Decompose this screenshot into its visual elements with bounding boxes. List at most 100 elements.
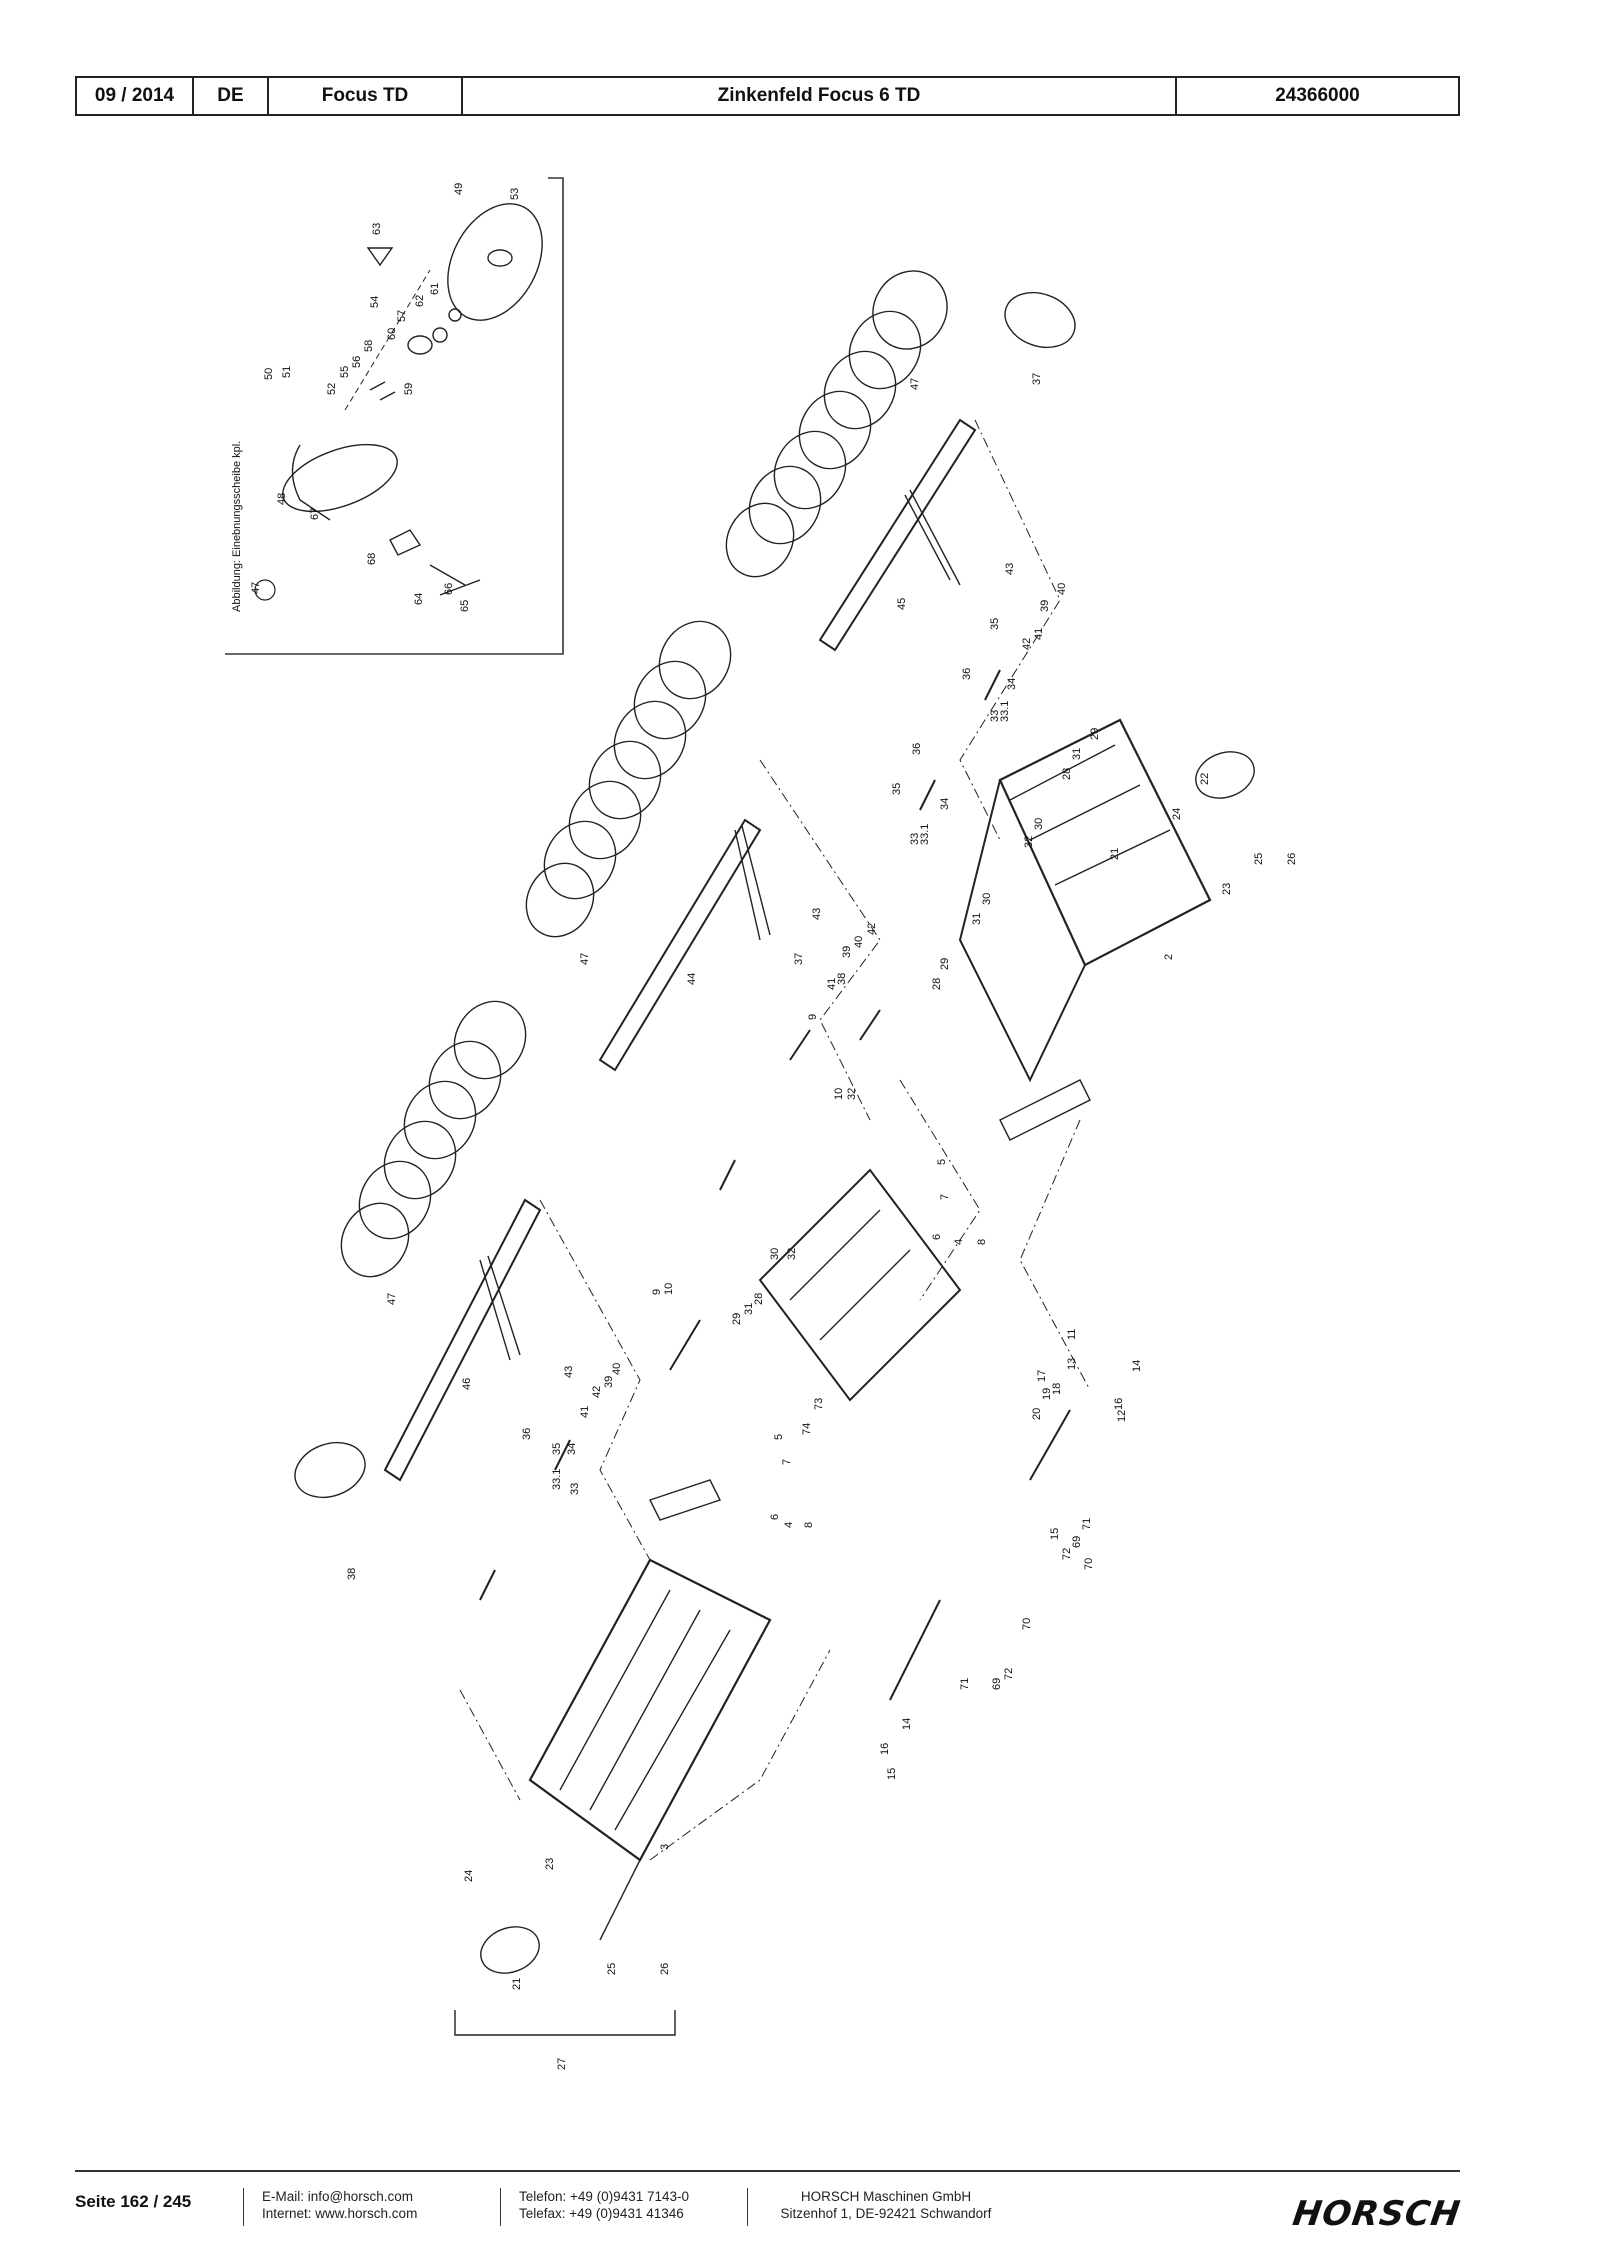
callout: 22 xyxy=(1199,773,1211,785)
callout: 43 xyxy=(563,1366,575,1378)
callout: 66 xyxy=(443,583,455,595)
callout: 9 xyxy=(651,1289,663,1295)
callout: 32 xyxy=(786,1248,798,1260)
callout: 38 xyxy=(836,973,848,985)
footer-contact-phone: Telefon: +49 (0)9431 7143-0 Telefax: +49… xyxy=(519,2188,729,2222)
callout: 50 xyxy=(263,368,275,380)
callout: 30 xyxy=(769,1248,781,1260)
inset-callouts: 63 49 53 54 61 62 57 60 58 56 55 52 59 5… xyxy=(263,183,521,612)
callout: 26 xyxy=(659,1963,671,1975)
callout: 23 xyxy=(544,1858,556,1870)
inset-clamp xyxy=(389,529,422,556)
callout: 71 xyxy=(1081,1518,1093,1530)
footer-divider xyxy=(500,2188,501,2226)
frame-left-body xyxy=(528,1558,772,1862)
footer-divider xyxy=(243,2188,244,2226)
bracket-27 xyxy=(454,2010,676,2036)
callout: 57 xyxy=(396,310,408,322)
callout: 30 xyxy=(981,893,993,905)
callout: 64 xyxy=(413,593,425,605)
tine-bar-right xyxy=(818,418,977,652)
callout: 72 xyxy=(1003,1668,1015,1680)
callout: 41 xyxy=(1033,628,1045,640)
callout: 36 xyxy=(521,1428,533,1440)
callout: 26 xyxy=(1286,853,1298,865)
frame-center-rails xyxy=(789,1209,911,1341)
callout: 12 xyxy=(1116,1410,1128,1422)
callout: 40 xyxy=(853,936,865,948)
callout: 70 xyxy=(1021,1618,1033,1630)
callout: 27 xyxy=(556,2058,568,2070)
callout: 70 xyxy=(1083,1558,1095,1570)
footer-address: Sitzenhof 1, DE-92421 Schwandorf xyxy=(780,2206,992,2221)
callout: 51 xyxy=(281,366,293,378)
footer-company-block: HORSCH Maschinen GmbH Sitzenhof 1, DE-92… xyxy=(766,2188,1006,2222)
callout: 17 xyxy=(1036,1370,1048,1382)
callout: 34 xyxy=(566,1443,578,1455)
frame-right-body xyxy=(998,718,1212,967)
callout: 13 xyxy=(1066,1358,1078,1370)
callout: 53 xyxy=(509,188,521,200)
inset-screws xyxy=(429,564,481,596)
tine-bar-left xyxy=(383,1198,542,1482)
footer-email: E-Mail: info@horsch.com xyxy=(262,2189,413,2204)
inset-washer xyxy=(432,327,448,343)
tine-bar-left-arm xyxy=(479,1255,521,1361)
callout: 59 xyxy=(403,383,415,395)
callout: 31 xyxy=(743,1303,755,1315)
callout: 47 xyxy=(909,378,921,390)
callout: 49 xyxy=(453,183,465,195)
footer-fax: Telefax: +49 (0)9431 41346 xyxy=(519,2206,684,2221)
callout: 25 xyxy=(606,1963,618,1975)
callout: 62 xyxy=(414,295,426,307)
callout: 15 xyxy=(1049,1528,1061,1540)
callout: 32 xyxy=(1023,836,1035,848)
callout: 4 xyxy=(953,1239,965,1245)
callout: 28 xyxy=(931,978,943,990)
hydraulic-cylinders xyxy=(479,669,1071,1701)
callout: 33 xyxy=(989,710,1001,722)
footer-contact-web: E-Mail: info@horsch.com Internet: www.ho… xyxy=(262,2188,482,2222)
frame-center-body xyxy=(758,1168,962,1402)
disc-row-center xyxy=(525,620,732,938)
callout: 43 xyxy=(811,908,823,920)
header-title: Zinkenfeld Focus 6 TD xyxy=(463,78,1177,114)
callout: 74 xyxy=(801,1423,813,1435)
callout: 73 xyxy=(813,1398,825,1410)
callout: 20 xyxy=(1031,1408,1043,1420)
callout: 39 xyxy=(1039,600,1051,612)
callout: 47 xyxy=(579,953,591,965)
callout: 35 xyxy=(891,783,903,795)
header-model: Focus TD xyxy=(269,78,463,114)
inset-frame xyxy=(225,177,564,655)
callout: 40 xyxy=(1056,583,1068,595)
frame-right-drawbar xyxy=(958,779,1086,1083)
header-part-number: 24366000 xyxy=(1275,85,1360,106)
callout: 9 xyxy=(807,1014,819,1020)
callout: 68 xyxy=(366,553,378,565)
inset-nut xyxy=(448,308,462,322)
callout: 14 xyxy=(901,1718,913,1730)
inset-callout-circle: 47 xyxy=(250,582,262,594)
inset-disc-large xyxy=(447,203,543,321)
callout: 10 xyxy=(833,1088,845,1100)
single-disc-right xyxy=(1004,291,1076,349)
inset-arm xyxy=(291,444,331,521)
callout: 24 xyxy=(1171,808,1183,820)
inset-bolts xyxy=(369,381,396,401)
callout: 14 xyxy=(1131,1360,1143,1372)
callout: 5 xyxy=(773,1434,785,1440)
callout: 18 xyxy=(1051,1383,1063,1395)
frame-left-drawbar xyxy=(599,1479,721,1941)
callout: 31 xyxy=(971,913,983,925)
callout: 8 xyxy=(976,1239,988,1245)
header-table: 09 / 2014 DE Focus TD Zinkenfeld Focus 6… xyxy=(75,76,1460,116)
callout: 43 xyxy=(1004,563,1016,575)
callout: 65 xyxy=(459,600,471,612)
footer: Seite 162 / 245 E-Mail: info@horsch.com … xyxy=(75,2188,1463,2238)
header-language: DE xyxy=(194,78,269,114)
callouts-right: 37 47 45 43 40 39 42 41 36 35 34 33 33.1… xyxy=(896,373,1298,960)
callout: 45 xyxy=(896,598,908,610)
